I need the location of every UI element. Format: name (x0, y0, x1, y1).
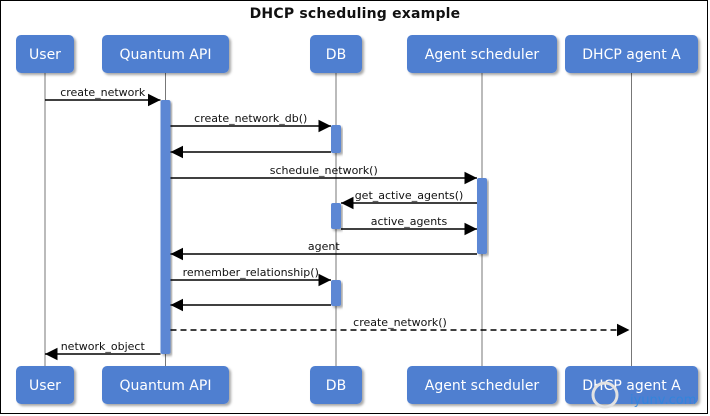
activation-bar (477, 178, 487, 254)
message-label: remember_relationship() (183, 266, 319, 279)
actor-box (102, 366, 229, 404)
message-label: get_active_agents() (355, 189, 464, 202)
activation-bar (331, 125, 341, 153)
actor-label: Agent scheduler (425, 47, 540, 63)
activation-bar (331, 280, 341, 306)
message-label: agent (308, 240, 340, 253)
actor-label: DB (326, 378, 346, 394)
message-label: create_network_db() (194, 112, 307, 125)
actor-box (102, 35, 229, 73)
actor-box (565, 35, 698, 73)
message-label: network_object (61, 340, 146, 353)
diagram-title: DHCP scheduling example (249, 6, 461, 22)
message-label: schedule_network() (270, 164, 378, 177)
watermark-text: iyunv.com (630, 393, 696, 408)
actor-bottom-2: DB (310, 366, 362, 404)
actor-bottom-0: User (16, 366, 74, 404)
actor-box (16, 366, 74, 404)
actor-top-0: User (16, 35, 74, 73)
actor-label: Agent scheduler (425, 378, 540, 394)
message-label: create_network (60, 86, 146, 99)
message-label: create_network() (353, 316, 447, 329)
actor-top-3: Agent scheduler (407, 35, 557, 73)
actor-box (310, 366, 362, 404)
message-label: active_agents (371, 215, 448, 228)
actor-box (16, 35, 74, 73)
actor-top-1: Quantum API (102, 35, 229, 73)
actor-top-4: DHCP agent A (565, 35, 698, 73)
actor-label: User (29, 378, 61, 394)
activation-bar (160, 100, 171, 354)
activation-bar (331, 203, 341, 229)
actor-box (407, 35, 557, 73)
actor-label: Quantum API (120, 378, 212, 394)
actor-label: DB (326, 47, 346, 63)
actor-bottom-3: Agent scheduler (407, 366, 557, 404)
actor-label: DHCP agent A (582, 47, 681, 63)
actor-box (407, 366, 557, 404)
watermark: iyunv.com (591, 381, 696, 409)
actor-bottom-4: DHCP agent A (565, 366, 698, 404)
actor-box (565, 366, 698, 404)
actor-top-2: DB (310, 35, 362, 73)
actor-box (310, 35, 362, 73)
actor-label: User (29, 47, 61, 63)
actor-label: Quantum API (120, 47, 212, 63)
actor-bottom-1: Quantum API (102, 366, 229, 404)
